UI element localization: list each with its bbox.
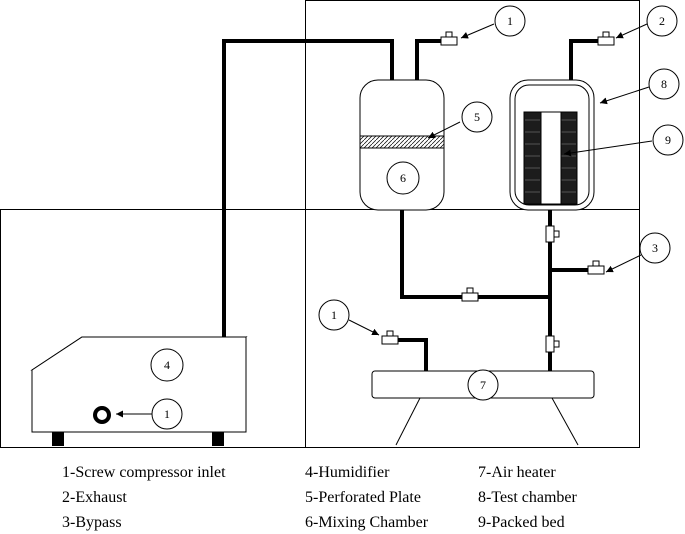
valve-heater-inlet-icon (381, 330, 399, 345)
valves (381, 31, 615, 353)
valve-top-inlet-icon (440, 31, 458, 46)
arrow-bypass (605, 254, 642, 273)
enclosure-frames (0, 0, 640, 448)
callout-test-chamber: 8 (661, 77, 667, 91)
legend-item: 5-Perforated Plate (305, 489, 421, 506)
legend-item: 7-Air heater (478, 464, 556, 481)
callout-bypass: 3 (652, 241, 658, 255)
legend-item: 3-Bypass (62, 514, 122, 531)
heater-stand-right-leg (551, 397, 579, 446)
mixer-outlet-pipe (400, 210, 550, 299)
legend-item: 9-Packed bed (478, 514, 565, 531)
legend: 1-Screw compressor inlet 2-Exhaust 3-Byp… (62, 464, 578, 531)
arrow-top-inlet (460, 23, 495, 39)
valve-exhaust-icon (597, 31, 615, 46)
heater-inlet-pipe (395, 338, 428, 371)
callout-exhaust: 2 (659, 14, 665, 28)
arrow-exhaust (615, 23, 648, 39)
callouts: 1 2 5 6 8 9 3 1 4 1 7 (150, 5, 684, 430)
humidifier-unit (30, 336, 248, 446)
humidifier-left-foot (52, 432, 64, 446)
humidifier-to-mixer-pipe (222, 39, 394, 337)
legend-item: 2-Exhaust (62, 489, 127, 506)
leader-arrows (116, 23, 653, 418)
lower-right-frame (305, 209, 640, 448)
callout-perforated-plate: 5 (474, 110, 480, 124)
humidifier-body-outline (31, 336, 247, 433)
packed-bed-core (540, 111, 562, 205)
legend-item: 8-Test chamber (478, 489, 578, 506)
arrow-test-chamber (599, 86, 650, 105)
compressor-inlet-port-icon (93, 406, 111, 424)
mixing-chamber (359, 79, 445, 211)
callout-humidifier: 4 (164, 358, 170, 372)
exhaust-pipe (569, 39, 598, 80)
humidifier-right-foot (212, 432, 224, 446)
legend-item: 4-Humidifier (305, 464, 390, 481)
arrow-perforated-plate (427, 121, 461, 139)
valve-mixer-line-icon (461, 287, 479, 302)
packed-bed-texture (525, 119, 576, 193)
callout-air-heater: 7 (480, 378, 486, 392)
callout-packed-bed: 9 (665, 133, 671, 147)
arrow-mid-inlet (348, 319, 380, 336)
test-chamber-inner-outline (514, 84, 590, 206)
arrow-packed-bed (563, 140, 653, 157)
mixer-top-inlet-pipe (415, 39, 441, 80)
callout-mid-inlet: 1 (331, 308, 337, 322)
callout-compressor-inlet: 1 (164, 407, 170, 421)
callout-top-inlet: 1 (507, 14, 513, 28)
legend-item: 6-Mixing Chamber (305, 514, 429, 531)
legend-item: 1-Screw compressor inlet (62, 464, 226, 481)
valve-lower-vertical-icon (545, 335, 560, 353)
callout-mixing-chamber: 6 (400, 171, 406, 185)
valve-bypass-icon (587, 260, 605, 275)
valve-upper-vertical-icon (545, 225, 560, 243)
heater-stand-left-leg (395, 397, 421, 446)
perforated-plate (359, 135, 445, 149)
test-chamber (509, 79, 595, 211)
